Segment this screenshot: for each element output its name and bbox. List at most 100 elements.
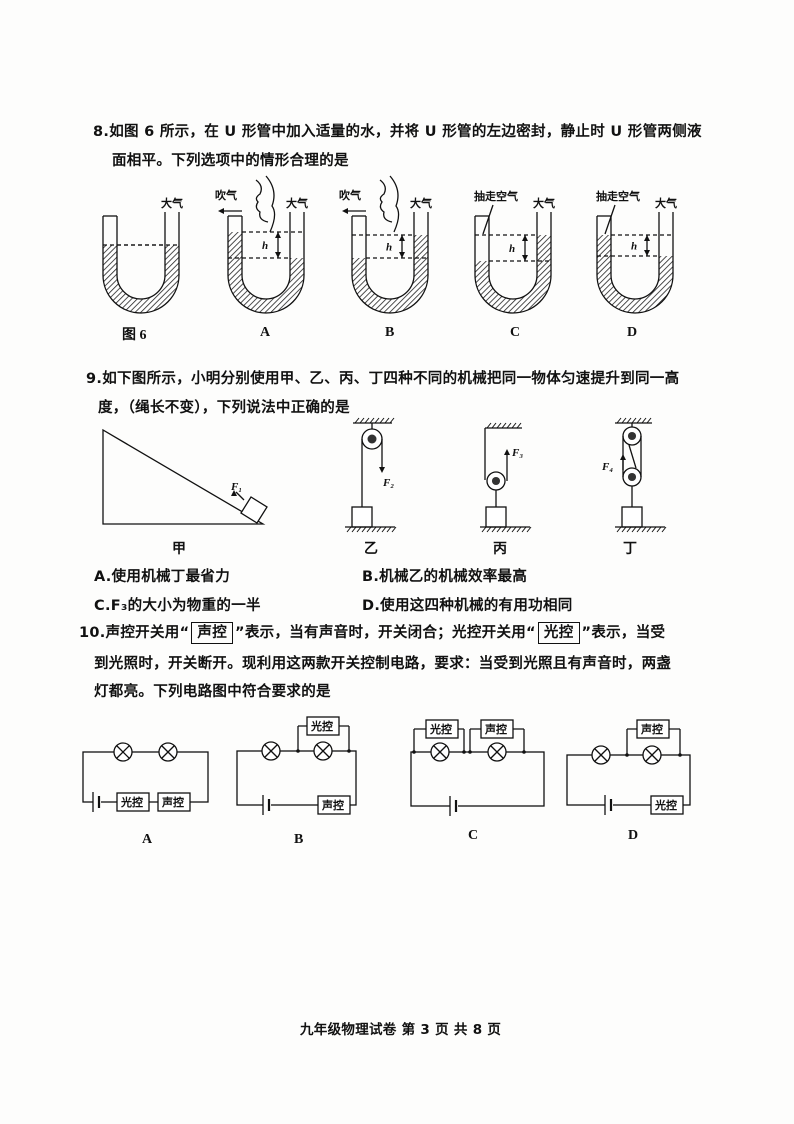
ground-hatch [626,526,632,533]
u-tube-inner [610,212,660,300]
weight-block [485,506,507,528]
q10-line2: 到光照时，开关断开。现利用这两款开关控制电路，要求：当受到光照且有声音时，两盏 [94,656,672,672]
lamp-cross [433,745,447,759]
pulley-axle [367,434,377,444]
q10-circuit-d-label: D [628,828,639,843]
ground-hatch [376,526,382,533]
atmosphere-label: 大气 [533,196,555,210]
arrow-head-icon [522,255,528,261]
battery-gap [263,795,271,815]
q10-circuit-a-label: A [142,832,153,847]
ground-hatch [491,526,497,533]
block [240,496,268,524]
ground-hatch [656,526,662,533]
atmosphere-label: 大气 [655,196,677,210]
h-label: h [386,242,392,254]
q8-option-d-label: D [627,325,638,340]
lamp-cross [116,745,130,759]
u-tube-outer [102,212,180,314]
arrow-head-icon [342,208,348,214]
q10-line1-a: 10.声控开关用“ [79,625,190,641]
u-tube-inner [241,212,291,300]
ceiling-hatch [389,417,395,424]
circuit-d-light-switch: 光控 [654,798,677,812]
ceiling-hatch [631,417,637,424]
lamp-cross [161,745,175,759]
q9-fig-bing: 丙 [493,542,507,557]
pointer-line [604,204,616,235]
ground-hatch [506,526,512,533]
junction-dot [522,750,526,754]
pulley-axle [627,472,637,482]
ceiling-hatch [374,417,380,424]
circuit-a-light-switch-box [116,792,150,812]
circuit-c-sound-switch-box [480,719,514,739]
circuit-a-light-switch: 光控 [120,795,143,809]
u-tube-liquid [103,245,179,313]
force-f3-label: F₃ [511,447,523,459]
q9-line2: 度，（绳长不变），下列说法中正确的是 [98,400,350,416]
circuit-c-sound-switch: 声控 [484,722,507,736]
rope [628,444,637,469]
ground-hatch [616,526,622,533]
pulley-axle [627,431,637,441]
junction-dot [678,753,682,757]
h-label: h [262,240,268,252]
q10-circuit-b-label: B [294,832,304,847]
arrow-head-icon [522,235,528,241]
battery-gap [450,796,458,816]
u-tube-inner [365,212,415,300]
ground-hatch [646,526,652,533]
junction-dot [468,750,472,754]
h-label: h [631,241,637,253]
q10-line1: 10.声控开关用“声控”表示，当有声音时，开关闭合；光控开关用“光控”表示，当受 [79,621,665,644]
u-tube-outer [596,212,674,314]
ceiling-hatch [354,417,360,424]
circuit-a-sound-switch: 声控 [161,795,184,809]
force-f1-arrow [235,491,245,501]
ground-hatch [371,526,377,533]
atmosphere-label: 大气 [410,196,432,210]
arrow-head-icon [620,454,626,460]
arrow-head-icon [504,449,510,455]
ground-hatch [511,526,517,533]
junction-dot [296,749,300,753]
circuit-b-light-switch-box [306,716,340,736]
circuit-b-sound-switch: 声控 [321,798,344,812]
ground-hatch [356,526,362,533]
ceiling-hatch [364,417,370,424]
junction-dot [625,753,629,757]
lamp-cross [490,745,504,759]
ground-hatch [391,526,397,533]
ceiling-hatch [384,417,390,424]
arrow-head-icon [399,235,405,241]
ground-hatch [501,526,507,533]
battery-gap [93,792,101,812]
circuit-d-sound-switch-box [636,719,670,739]
ceiling-hatch [491,422,497,429]
ground-hatch [516,526,522,533]
ceiling-hatch [506,422,512,429]
lamp-cross [594,748,608,762]
ceiling-hatch [486,422,492,429]
junction-dot [462,750,466,754]
arrow-head-icon [644,235,650,241]
q8-option-a-label: A [260,325,271,340]
circuit-c-light-switch: 光控 [429,722,452,736]
atmosphere-label: 大气 [286,196,308,210]
q9-line1: 9.如下图所示，小明分别使用甲、乙、丙、丁四种不同的机械把同一物体匀速提升到同一… [86,371,680,387]
q10-circuit-c-label: C [468,828,479,843]
u-tube-outer [351,212,429,314]
ground-hatch [526,526,532,533]
u-tube-inner [488,212,538,300]
suck-air-label: 抽走空气 [596,189,640,203]
arrow-head-icon [218,208,224,214]
circuit-c-wire [410,751,545,807]
ceiling-hatch [646,417,652,424]
pulley-axle [491,476,501,486]
weight-block [351,506,373,528]
q8-line2: 面相平。下列选项中的情形合理的是 [112,153,349,169]
u-tube-liquid [228,232,304,313]
